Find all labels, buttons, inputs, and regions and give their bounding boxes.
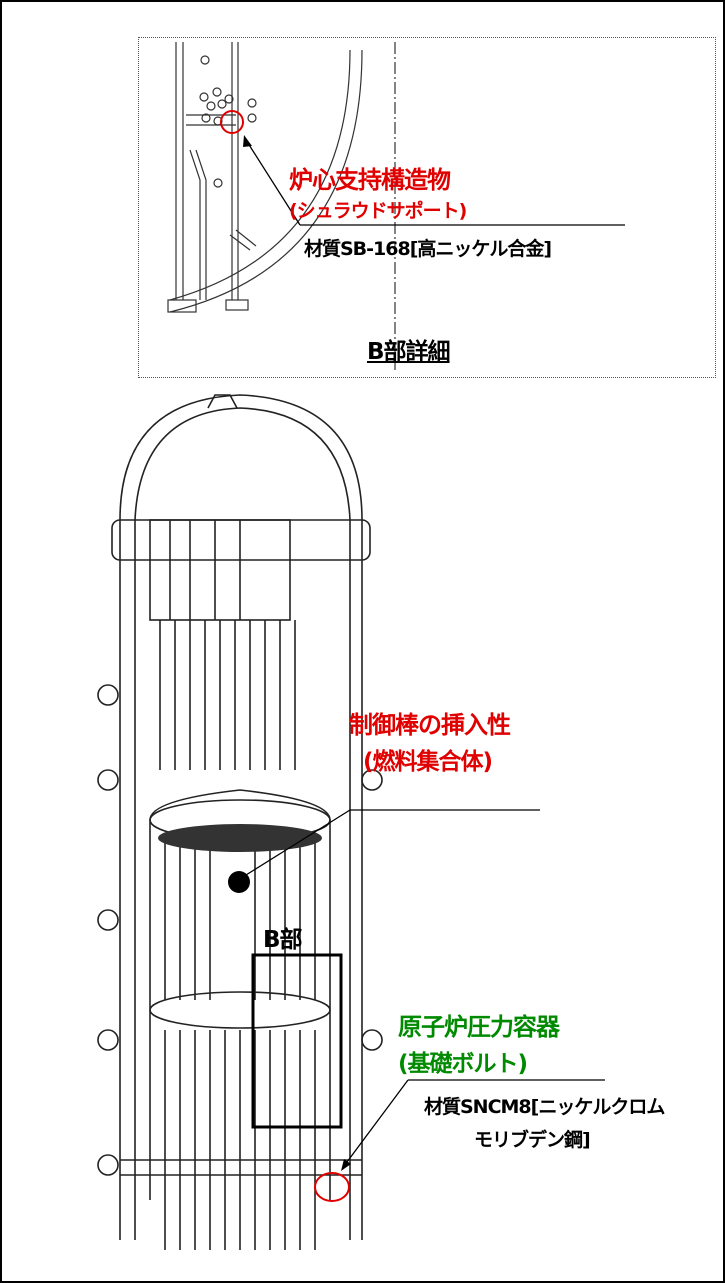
base-bolt-label: (基礎ボルト) bbox=[398, 1051, 528, 1077]
rpv-material-line2: モリブデン鋼] bbox=[474, 1129, 591, 1151]
shroud-support-arrowhead bbox=[243, 135, 252, 147]
b-section-box bbox=[251, 953, 343, 1129]
b-section-label: B部 bbox=[263, 927, 303, 953]
shroud-support-material: 材質SB-168[高ニッケル合金] bbox=[304, 238, 552, 260]
detail-b-box bbox=[138, 37, 716, 378]
fuel-assembly-label: (燃料集合体) bbox=[363, 749, 493, 775]
rpv-arrowhead bbox=[341, 1159, 351, 1171]
reactor-vessel-illustration bbox=[97, 394, 383, 1250]
shroud-support-sublabel: (シュラウドサポート) bbox=[289, 200, 467, 222]
shroud-support-leader bbox=[245, 139, 625, 226]
rpv-leader bbox=[343, 1079, 605, 1167]
detail-b-title: B部詳細 bbox=[367, 339, 451, 365]
rpv-label: 原子炉圧力容器 bbox=[398, 1013, 560, 1041]
shroud-support-detail-drawing bbox=[167, 42, 396, 370]
control-rod-leader bbox=[245, 809, 540, 876]
shroud-support-label: 炉心支持構造物 bbox=[289, 166, 451, 194]
fuel-assembly-marker bbox=[228, 871, 250, 893]
core-top-grid bbox=[158, 824, 322, 852]
control-rod-label: 制御棒の挿入性 bbox=[349, 711, 511, 739]
rpv-material-line1: 材質SNCM8[ニッケルクロム bbox=[424, 1096, 665, 1118]
base-bolt-highlight-circle bbox=[314, 1172, 350, 1202]
detail-highlight-circle bbox=[220, 110, 244, 134]
